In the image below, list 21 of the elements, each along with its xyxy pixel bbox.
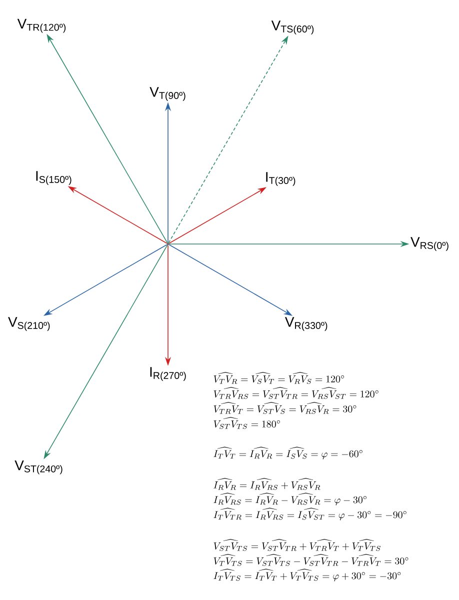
phasor-label: V$_{TS(60º)}$ — [271, 20, 314, 34]
phasor-label: V$_{S(210º)}$ — [8, 317, 50, 331]
phasor-label: V$_{T(90º)}$ — [150, 87, 186, 101]
phasor-label: V$_{ST(240º)}$ — [14, 460, 62, 474]
angle-equation: $\widehat{V_TV_{TS}}=\widehat{V_{ST}V_{TS}}-\widehat{V_{ST}V_{TR}}-\widehat{V_{TR}V_T}=30^\circ$ — [214, 554, 408, 566]
angle-equation: $\widehat{I_RV_{RS}}=\widehat{I_RV_R}-\widehat{V_{RS}V_R}=\varphi-30^\circ$ — [214, 492, 366, 506]
angle-equation: $\widehat{V_{TR}V_T}=\widehat{V_{ST}V_S}=\widehat{V_{RS}V_R}=30^\circ$ — [214, 402, 356, 414]
phasor-label: V$_{R(330º)}$ — [284, 317, 328, 331]
angle-equation: $\widehat{I_TV_{TR}}=\widehat{I_RV_{RS}}=\widehat{I_SV_{ST}}=\varphi-30^\circ=-90^\circ$ — [214, 508, 406, 520]
phasor-label: I$_{S(150º)}$ — [36, 171, 72, 185]
phasor-label: I$_{R(270º)}$ — [150, 367, 186, 381]
angle-equation: $\widehat{V_{ST}V_{TS}}=\widehat{V_{ST}V_{TR}}+\widehat{V_{TR}V_T}+\widehat{V_TV_{TS}}$ — [214, 539, 380, 551]
phasor-label: V$_{RS(0º)}$ — [410, 237, 448, 251]
angle-equation: $\widehat{I_RV_R}=\widehat{I_RV_{RS}}+\widehat{V_{RS}V_R}$ — [214, 478, 320, 490]
phasor-label: I$_{T(30º)}$ — [266, 172, 296, 186]
angle-equation: $\widehat{V_{TR}V_{RS}}=\widehat{V_{ST}V_{TR}}=\widehat{V_{RS}V_{ST}}=120^\circ$ — [214, 387, 378, 399]
angle-equation: $\widehat{I_TV_{TS}}=\widehat{I_TV_T}+\widehat{V_TV_{TS}}=\varphi+30^\circ=-30^\circ$ — [214, 568, 401, 582]
angle-equation: $\widehat{I_TV_T}=\widehat{I_RV_R}=\widehat{I_SV_S}=\varphi=-60^\circ$ — [214, 446, 362, 460]
angle-equation: $\widehat{V_{ST}V_{TS}}=180^\circ$ — [214, 417, 280, 429]
angle-equation: $\widehat{V_TV_R}=\widehat{V_SV_T}=\widehat{V_RV_S}=120^\circ$ — [214, 372, 344, 384]
phasor-label: V$_{TR(120º)}$ — [17, 18, 66, 33]
